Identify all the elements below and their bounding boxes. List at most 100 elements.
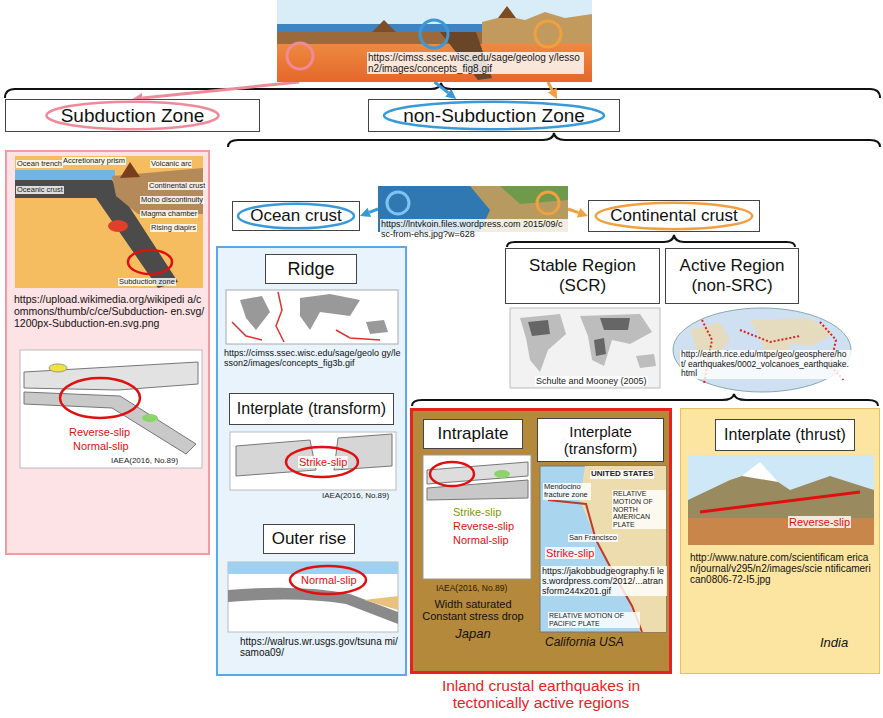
drawing-shape: [636, 354, 656, 368]
drawing-shape: [520, 314, 566, 372]
drawing-shape: [128, 250, 172, 274]
drawing-shape: [24, 392, 196, 454]
drawing-shape: [740, 330, 800, 342]
source-url: https://upload.wikimedia.org/wikipedi a/…: [14, 294, 206, 329]
figure-label: RELATIVE MOTION OF NORTH AMERICAN PLATE: [612, 490, 666, 529]
figure-label: Oceanic crust: [16, 186, 64, 194]
figure-label: RELATIVE MOTION OF PACIFIC PLATE: [548, 612, 640, 628]
figure-label: Japan: [414, 627, 532, 642]
drawing-shape: [49, 364, 67, 372]
category-box: Stable Region (SCR): [505, 248, 660, 304]
drawing-shape: [600, 318, 630, 330]
category-panel: Reverse-slip http://www.nature.com/scient…: [680, 408, 880, 674]
drawing-shape: [498, 6, 516, 18]
type-box: Interplate (transform): [229, 393, 394, 425]
figure-label: Moho discontinuity: [140, 196, 204, 204]
figure-label: Continental crust: [148, 182, 206, 190]
category-box: Subduction Zone: [5, 99, 260, 132]
drawing-shape: [5, 83, 880, 98]
type-box: Interplate (transform): [537, 418, 664, 462]
figure-label: Reverse-slip: [788, 516, 851, 528]
box-title: non-Subduction Zone: [403, 105, 585, 127]
drawing-shape: [108, 220, 128, 232]
drawing-shape: [336, 330, 380, 340]
drawing-shape: [500, 186, 568, 204]
drawing-shape: [427, 462, 528, 484]
figure-label: Mendocino fracture zone: [543, 483, 591, 500]
category-panel: https://cimss.ssec.wisc.edu/sage/geolo g…: [216, 246, 407, 676]
figure-label: Normal-slip: [452, 534, 510, 546]
connector-line: [142, 82, 299, 98]
drawing-shape: [372, 20, 396, 32]
tectonic-figure: https://cimss.ssec.wisc.edu/sage/geolog …: [277, 0, 592, 82]
drawing-shape: [412, 394, 878, 406]
figure-label: California USA: [545, 636, 624, 649]
figure-label: Strike-slip: [452, 506, 502, 518]
connector-line: [548, 82, 552, 90]
arrow-head: [445, 89, 456, 99]
type-box: Intraplate: [423, 419, 523, 449]
drawing-shape: [15, 170, 115, 180]
drawing-shape: [277, 24, 592, 44]
type-box: Interplate (thrust): [715, 419, 855, 451]
figure-label: San Francisco: [568, 534, 618, 542]
crust-figure: https://lntvkoin.files.wordpress.com 201…: [378, 186, 568, 232]
box-title: Ridge: [287, 259, 334, 280]
drawing-shape: [535, 21, 561, 47]
source-url: https://walrus.wr.usgs.gov/tsuna mi/samo…: [240, 636, 400, 658]
arrow-head: [360, 208, 371, 217]
type-box: Ridge: [265, 254, 357, 284]
drawing-shape: [300, 294, 360, 330]
figure-label: Strike-slip: [298, 456, 348, 468]
box-title: Active Region (non-SRC): [672, 256, 792, 295]
drawing-shape: [46, 102, 218, 129]
arrow-connector: [548, 82, 557, 99]
category-box: Active Region (non-SRC): [665, 248, 799, 304]
arrow-connector: [360, 208, 378, 217]
connector-line: [568, 209, 579, 213]
drawing-shape: [142, 414, 158, 422]
drawing-shape: [688, 455, 874, 545]
figure-label: IAEA(2016, No.89): [322, 492, 389, 501]
drawing-shape: [276, 292, 284, 342]
figure-credit: Schulte and Mooney (2005): [535, 376, 648, 386]
drawing-shape: [24, 362, 198, 390]
box-title: Stable Region (SCR): [520, 256, 645, 295]
drawing-shape: [366, 320, 388, 334]
figure-label: Strike-slip: [545, 547, 595, 559]
drawing-shape: [240, 296, 270, 330]
figure-label: Ocean trench: [16, 160, 63, 168]
drawing-shape: [277, 24, 482, 32]
highlight-panel: Strike-slipReverse-slipNormal-slipIAEA(2…: [410, 408, 672, 674]
drawing-shape: [230, 432, 396, 490]
box-title: Subduction Zone: [61, 105, 205, 127]
arrow-head: [548, 88, 557, 99]
drawing-shape: [60, 378, 140, 418]
type-box: Outer rise: [263, 524, 355, 554]
arrow-head: [577, 208, 588, 217]
drawing-shape: [364, 596, 398, 610]
drawing-shape: [430, 462, 474, 486]
drawing-shape: [15, 156, 203, 288]
source-url: https://cimss.ssec.wisc.edu/sage/geolo g…: [224, 348, 404, 368]
figure-label: Volcanic arc: [150, 160, 192, 168]
box-title: Outer rise: [272, 529, 347, 549]
category-box: non-Subduction Zone: [368, 99, 620, 132]
category-panel: Accretionary prism Volcanic arc Ocean tren…: [5, 150, 210, 555]
drawing-shape: [277, 0, 592, 82]
drawing-shape: [420, 20, 448, 48]
drawing-shape: [688, 470, 874, 545]
source-url: https://cimss.ssec.wisc.edu/sage/geolog …: [367, 52, 584, 74]
source-url: http://www.nature.com/scientificam erica…: [690, 552, 874, 586]
figure-label: Subduction zone: [118, 278, 176, 286]
drawing-shape: [286, 447, 358, 477]
category-box: Ocean crust: [232, 201, 360, 231]
drawing-shape: [594, 338, 606, 356]
arrow-connector: [568, 208, 588, 217]
source-url: https://lntvkoin.files.wordpress.com 201…: [380, 219, 568, 239]
connector-line: [435, 82, 449, 93]
drawing-shape: [673, 308, 851, 392]
drawing-shape: [742, 462, 778, 482]
figure-label: Accretionary prism: [62, 157, 126, 165]
source-url: https://jakobbudgeography.fi les.wordpre…: [541, 566, 667, 596]
